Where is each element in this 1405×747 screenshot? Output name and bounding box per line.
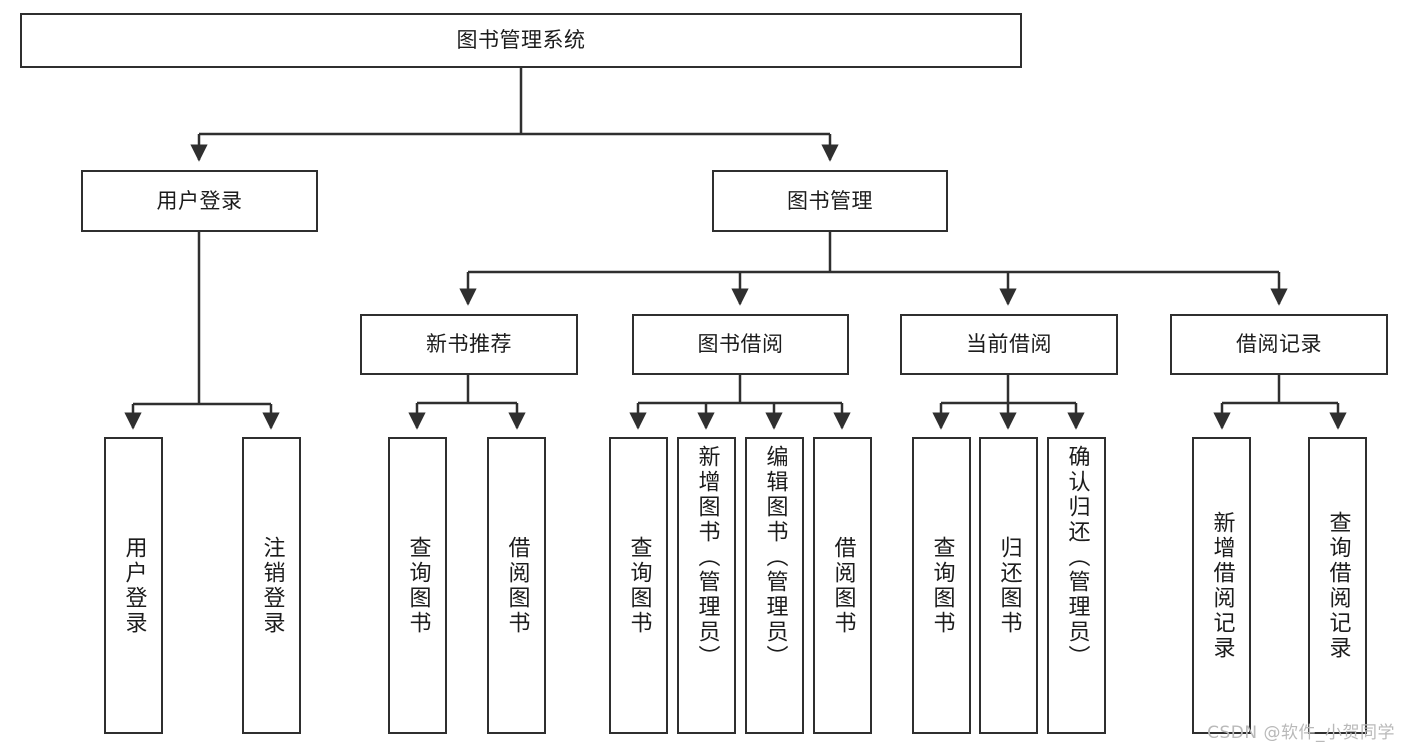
- node-leaf-edit-book-admin-label: 编辑图书（管理员）: [762, 445, 788, 670]
- node-leaf-return-books-label: 归还图书: [996, 535, 1022, 636]
- node-book-borrow[interactable]: 图书借阅: [632, 314, 849, 375]
- node-leaf-confirm-return-admin-label: 确认归还（管理员）: [1064, 445, 1090, 670]
- node-new-book-recommendation[interactable]: 新书推荐: [360, 314, 578, 375]
- node-book-borrow-label: 图书借阅: [697, 332, 784, 357]
- node-book-manage[interactable]: 图书管理: [712, 170, 948, 232]
- node-leaf-add-borrow-record[interactable]: 新增借阅记录: [1192, 437, 1251, 734]
- node-book-manage-label: 图书管理: [787, 188, 873, 213]
- node-leaf-user-login[interactable]: 用户登录: [104, 437, 163, 734]
- node-leaf-query-borrow-record[interactable]: 查询借阅记录: [1308, 437, 1367, 734]
- node-root-label: 图书管理系统: [456, 28, 586, 53]
- node-leaf-query-books-3-label: 查询图书: [929, 535, 955, 636]
- node-user-login-label: 用户登录: [156, 188, 243, 213]
- node-leaf-borrow-books-2-label: 借阅图书: [830, 535, 856, 636]
- node-leaf-add-book-admin-label: 新增图书（管理员）: [694, 445, 720, 670]
- node-borrow-record-label: 借阅记录: [1236, 332, 1322, 357]
- node-leaf-logout-label: 注销登录: [259, 535, 285, 636]
- node-current-borrow-label: 当前借阅: [966, 332, 1052, 357]
- node-current-borrow[interactable]: 当前借阅: [900, 314, 1118, 375]
- node-new-book-recommendation-label: 新书推荐: [426, 332, 512, 357]
- node-leaf-query-books-2[interactable]: 查询图书: [609, 437, 668, 734]
- node-leaf-query-books-3[interactable]: 查询图书: [912, 437, 971, 734]
- node-leaf-add-borrow-record-label: 新增借阅记录: [1209, 510, 1235, 661]
- node-leaf-add-book-admin[interactable]: 新增图书（管理员）: [677, 437, 736, 734]
- node-leaf-edit-book-admin[interactable]: 编辑图书（管理员）: [745, 437, 804, 734]
- node-leaf-borrow-books-2[interactable]: 借阅图书: [813, 437, 872, 734]
- node-leaf-borrow-books-1[interactable]: 借阅图书: [487, 437, 546, 734]
- node-leaf-return-books[interactable]: 归还图书: [979, 437, 1038, 734]
- node-leaf-query-books-1[interactable]: 查询图书: [388, 437, 447, 734]
- node-leaf-borrow-books-1-label: 借阅图书: [504, 535, 530, 636]
- node-leaf-query-books-1-label: 查询图书: [405, 535, 431, 636]
- node-user-login[interactable]: 用户登录: [81, 170, 318, 232]
- node-leaf-query-borrow-record-label: 查询借阅记录: [1325, 510, 1351, 661]
- node-root[interactable]: 图书管理系统: [20, 13, 1022, 68]
- node-borrow-record[interactable]: 借阅记录: [1170, 314, 1388, 375]
- node-leaf-confirm-return-admin[interactable]: 确认归还（管理员）: [1047, 437, 1106, 734]
- node-leaf-query-books-2-label: 查询图书: [626, 535, 652, 636]
- watermark: CSDN @软件_小贺同学: [1207, 723, 1395, 743]
- node-leaf-logout[interactable]: 注销登录: [242, 437, 301, 734]
- node-leaf-user-login-label: 用户登录: [121, 535, 147, 636]
